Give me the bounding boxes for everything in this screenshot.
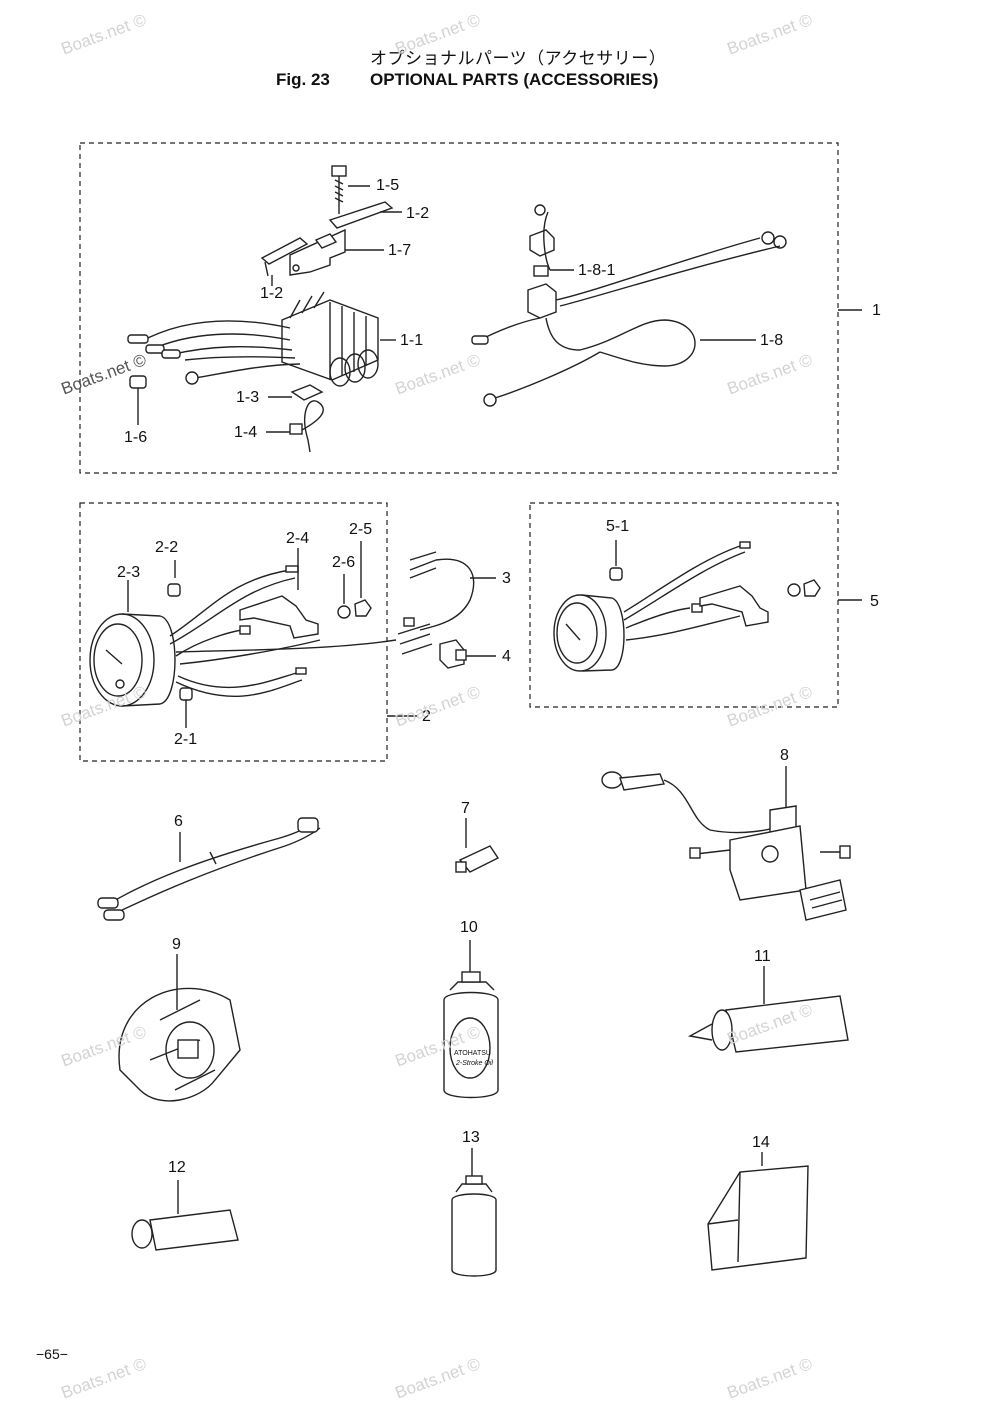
callout-1-2-upper: 1-2 — [406, 205, 430, 222]
washer-2-6 — [337, 605, 351, 619]
callout-1-7: 1-7 — [388, 242, 412, 259]
callout-1-2-lower: 1-2 — [260, 285, 284, 302]
callout-2-2: 2-2 — [155, 539, 179, 556]
figure-number: Fig. 23 — [276, 70, 330, 89]
callout-4: 4 — [502, 648, 511, 665]
harness-3 — [397, 551, 475, 655]
plate-1-2-lower — [260, 237, 309, 277]
nut-2-5 — [354, 599, 372, 617]
callout-1-5: 1-5 — [376, 177, 400, 194]
cable-6 — [97, 817, 321, 921]
callout-8: 8 — [780, 747, 789, 764]
group-box-1 — [79, 142, 839, 474]
bracket-2-4 — [239, 595, 319, 639]
harness-1-8 — [471, 204, 787, 407]
callout-5-1: 5-1 — [606, 518, 630, 535]
group-box-2 — [79, 502, 388, 762]
pouch-14 — [707, 1165, 809, 1271]
callout-6: 6 — [174, 813, 183, 830]
callout-14: 14 — [752, 1134, 770, 1151]
bulb-5-1 — [609, 567, 623, 581]
callout-9: 9 — [172, 936, 181, 953]
fitting-7 — [455, 845, 500, 873]
callout-10: 10 — [460, 919, 478, 936]
bracket-5 — [699, 585, 769, 627]
callout-3: 3 — [502, 570, 511, 587]
callout-2-4: 2-4 — [286, 530, 310, 547]
oil-can-10 — [443, 971, 499, 1099]
callout-1-8: 1-8 — [760, 332, 784, 349]
callout-13: 13 — [462, 1129, 480, 1146]
can-label-product: 2-Stroke Oil — [456, 1060, 493, 1067]
callout-2: 2 — [422, 708, 431, 725]
can-label-brand: ATOHATSU — [454, 1050, 491, 1057]
flywheel-9 — [118, 987, 241, 1102]
callout-7: 7 — [461, 800, 470, 817]
bulb-2-1 — [179, 687, 193, 701]
callout-1: 1 — [872, 302, 881, 319]
meter-5 — [553, 541, 751, 672]
callout-5: 5 — [870, 593, 879, 610]
meter-2-3 — [89, 613, 176, 707]
callout-1-4: 1-4 — [234, 424, 258, 441]
callout-2-3: 2-3 — [117, 564, 141, 581]
callout-1-6: 1-6 — [124, 429, 148, 446]
callout-2-6: 2-6 — [332, 554, 356, 571]
plate-1-2-upper — [328, 201, 394, 229]
callout-2-1: 2-1 — [174, 731, 198, 748]
fuse-4 — [439, 639, 467, 669]
callout-1-1: 1-1 — [400, 332, 424, 349]
wires-1-1 — [127, 320, 301, 385]
tube-12 — [131, 1209, 239, 1251]
meter-wires-2 — [169, 565, 397, 697]
callout-2-5: 2-5 — [349, 521, 373, 538]
bracket-1-7 — [289, 228, 346, 276]
title-english: OPTIONAL PARTS (ACCESSORIES) — [370, 70, 659, 89]
callout-1-3: 1-3 — [236, 389, 260, 406]
callout-12: 12 — [168, 1159, 186, 1176]
callout-1-8-1: 1-8-1 — [578, 262, 616, 279]
title-japanese: オプショナルパーツ（アクセサリー） — [370, 49, 667, 69]
bulb-2-2 — [167, 583, 181, 597]
pad-1-3 — [290, 384, 324, 401]
cap-1-6 — [129, 375, 147, 389]
nut-5 — [803, 579, 821, 597]
page-number: −65− — [36, 1346, 68, 1362]
remote-8 — [601, 771, 851, 921]
rectifier-1-1 — [281, 291, 379, 387]
bolt-1-5 — [331, 165, 347, 214]
can-13 — [451, 1175, 497, 1277]
washer-5 — [787, 583, 801, 597]
grease-tube-11 — [687, 995, 849, 1053]
tie-1-4 — [289, 400, 324, 453]
group-box-5 — [529, 502, 839, 708]
callout-11: 11 — [754, 948, 771, 965]
